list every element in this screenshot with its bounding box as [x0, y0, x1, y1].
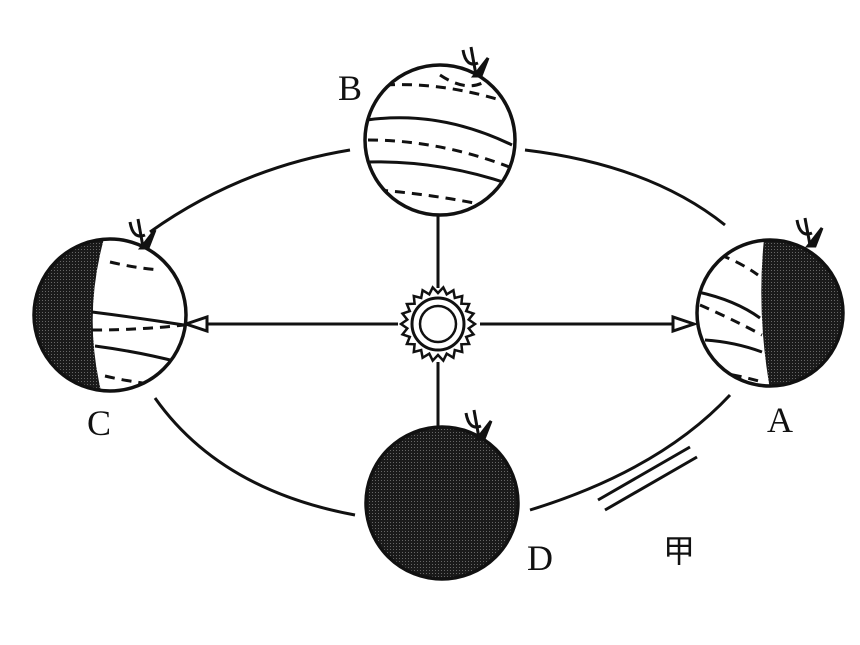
earth-d — [364, 409, 520, 581]
orbit-arc-c-to-b — [149, 148, 351, 234]
arrowhead-to-a — [671, 314, 699, 334]
earth-a — [695, 217, 845, 388]
orbit — [149, 148, 732, 517]
label-d: D — [527, 538, 553, 578]
rotation-arrow-icon — [461, 46, 490, 78]
orbit-arc-b-to-a — [524, 148, 726, 227]
earth-b — [363, 46, 517, 217]
double-line-mark — [597, 445, 698, 512]
rotation-arrow-icon — [464, 409, 493, 441]
label-a: A — [767, 400, 793, 440]
earth-c — [32, 218, 188, 393]
rotation-arrow-icon — [795, 217, 824, 248]
orbit-arc-c-to-d — [153, 397, 356, 517]
label-c: C — [87, 403, 112, 443]
label-b: B — [338, 68, 363, 108]
orbit-arc-d-to-a — [529, 393, 732, 512]
spokes — [181, 180, 699, 432]
label-jia: 甲 — [663, 532, 696, 570]
rotation-arrow-icon — [128, 218, 157, 250]
sun-icon — [398, 285, 478, 363]
arrowhead-to-c — [181, 314, 209, 334]
